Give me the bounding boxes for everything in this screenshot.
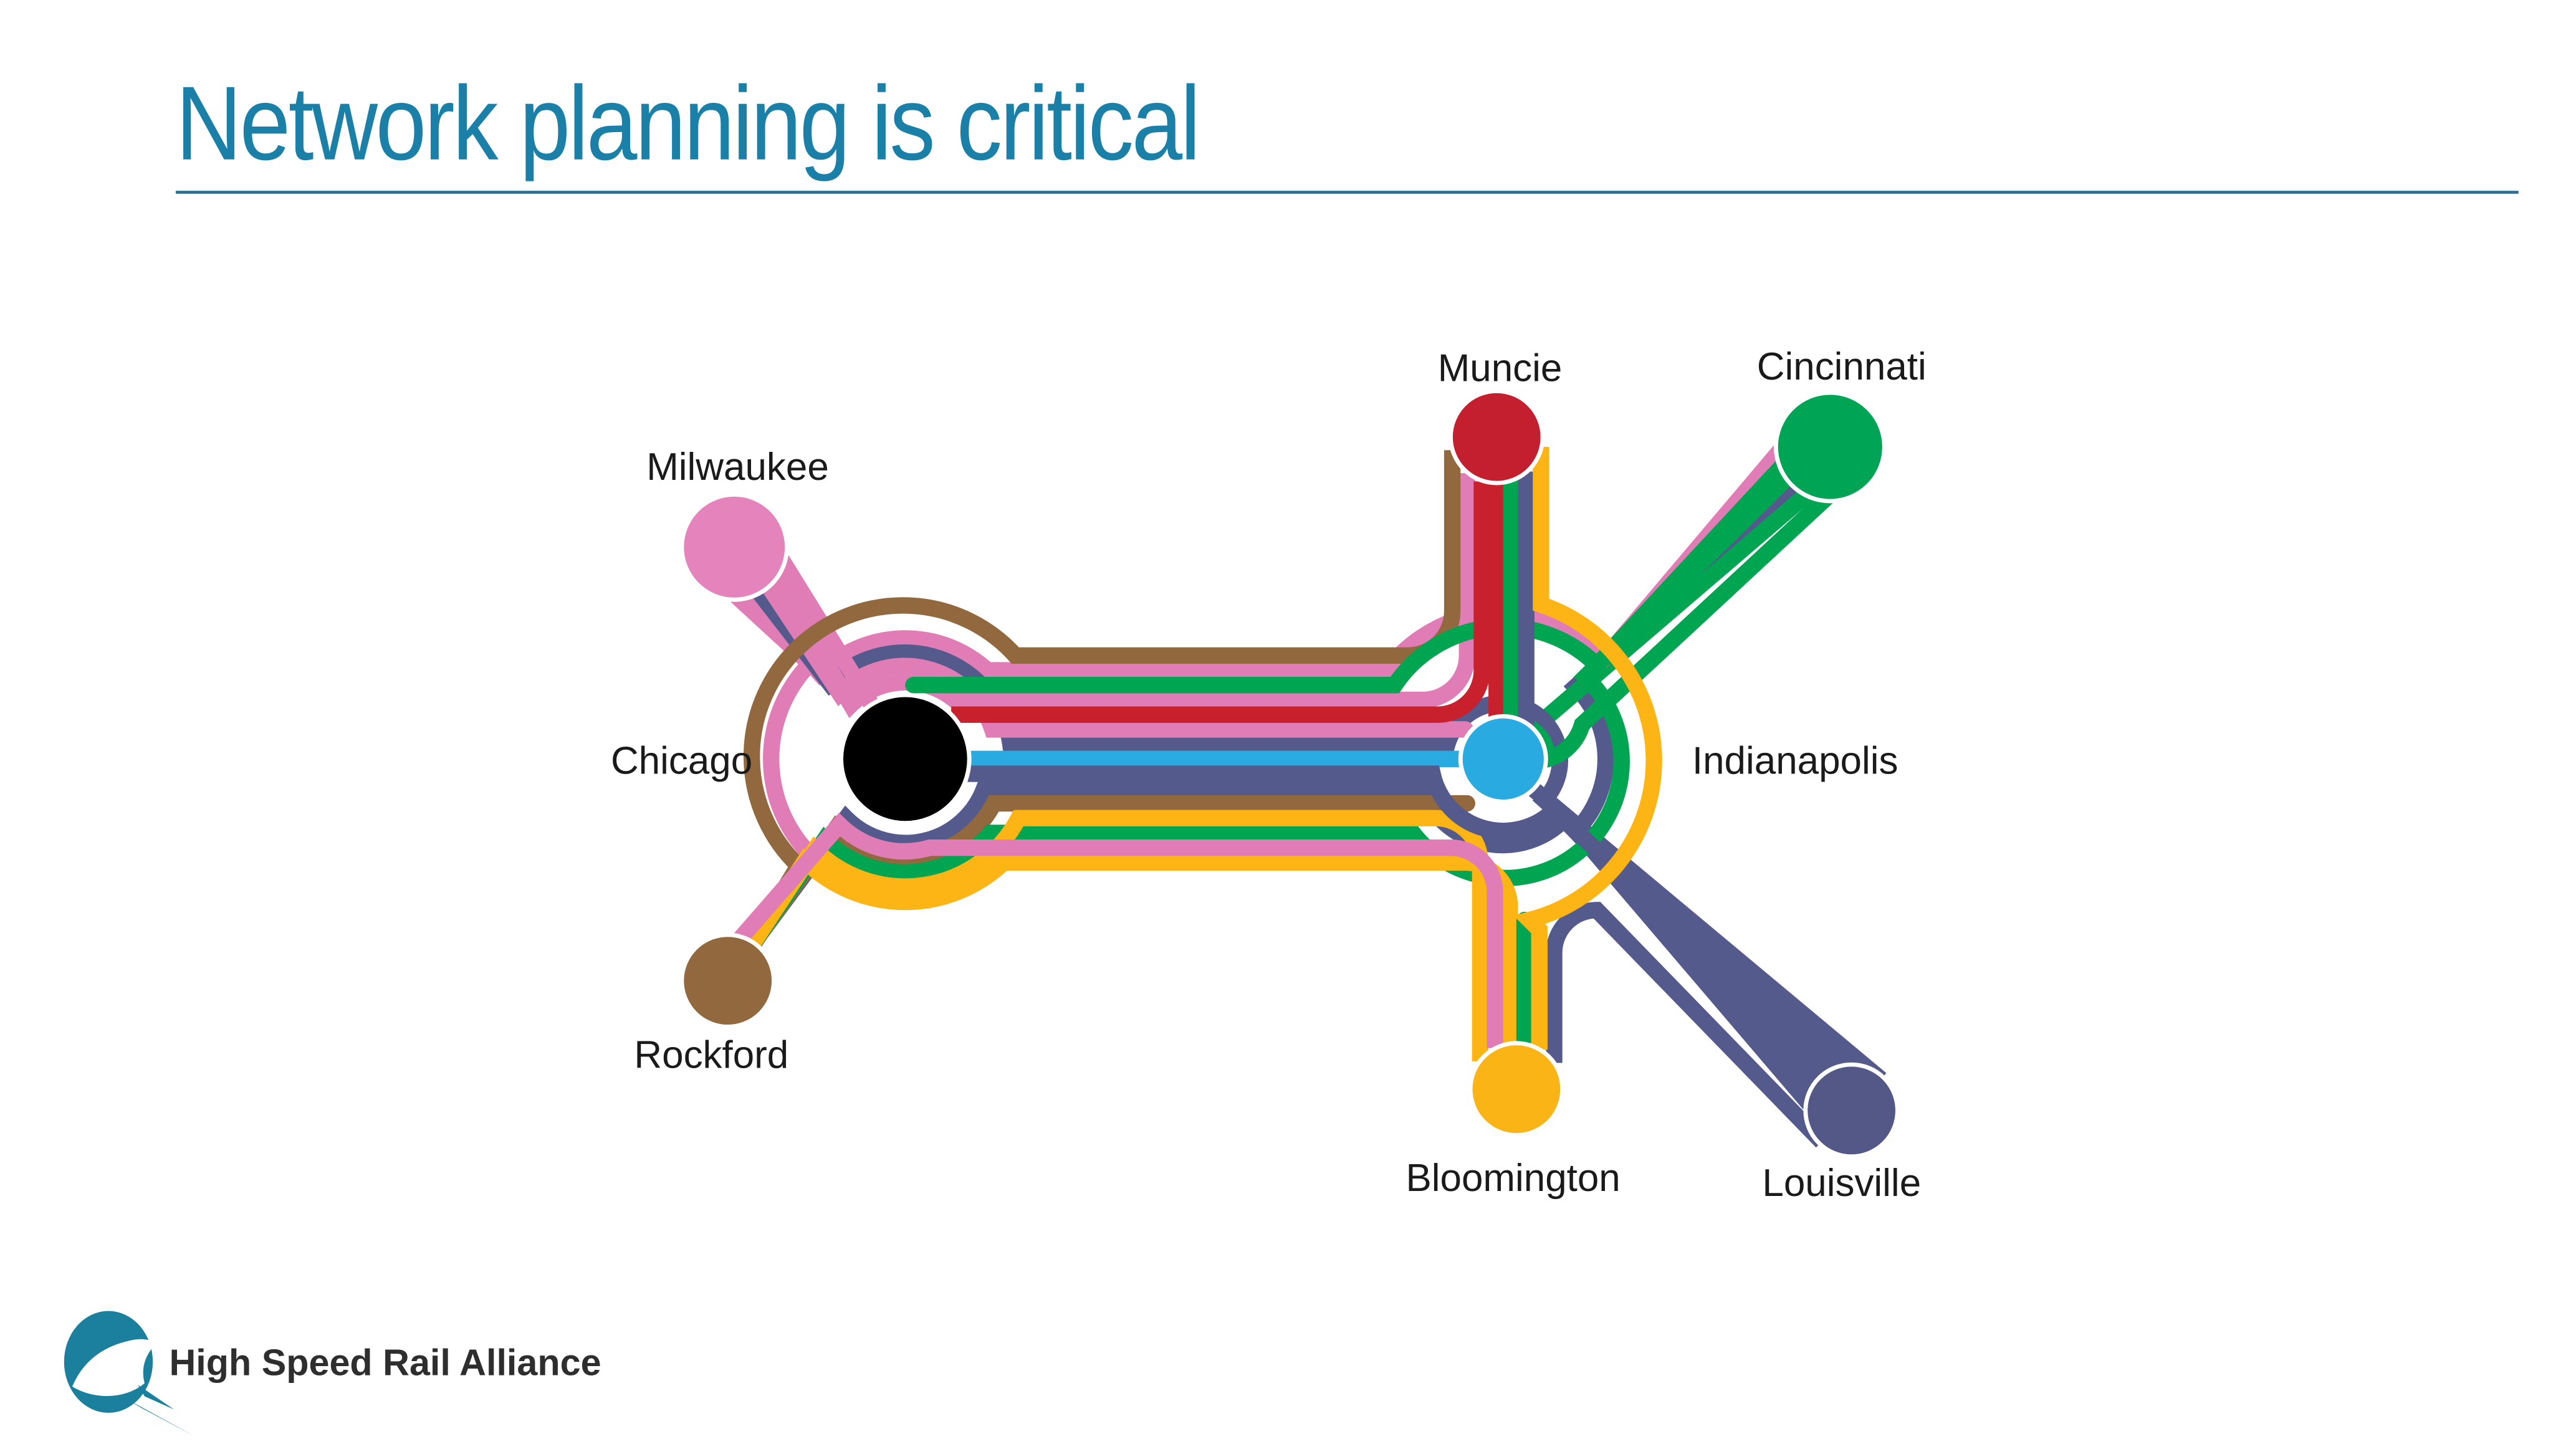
route-navy-cincinnati-louisville: [1568, 447, 1846, 1124]
route-yellow-rockford-bloomington: [722, 813, 1486, 1061]
train-icon: [72, 1339, 154, 1396]
city-node-milwaukee: [679, 492, 789, 602]
route-navy-chicago-louisville: [967, 768, 1864, 1105]
city-label-bloomington: Bloomington: [1405, 1157, 1620, 1200]
route-red-chicago-muncie: [951, 481, 1487, 720]
route-yellow2-chicago-bloomington: [715, 853, 1515, 1043]
city-nodes: [679, 388, 1900, 1159]
city-node-muncie: [1448, 388, 1545, 485]
route-navy-rockford-louisville: [738, 783, 1855, 1114]
city-node-rockford: [679, 932, 776, 1029]
city-node-cincinnati: [1773, 390, 1887, 504]
route-pink-milwaukee-muncie: [746, 473, 1472, 714]
city-label-milwaukee: Milwaukee: [646, 446, 829, 489]
city-node-chicago: [839, 692, 972, 826]
city-node-indianapolis: [1458, 714, 1548, 804]
city-label-louisville: Louisville: [1762, 1162, 1921, 1205]
route-pink-rockford-bloomington: [735, 817, 1500, 1048]
route-lines: [701, 415, 1887, 1148]
route-navy-louisville-bloomington: [1549, 905, 1826, 1145]
city-node-bloomington: [1468, 1041, 1565, 1137]
city-label-cincinnati: Cincinnati: [1757, 345, 1927, 388]
city-labels: Milwaukee Chicago Rockford Muncie Cincin…: [611, 345, 1927, 1205]
city-label-rockford: Rockford: [634, 1033, 788, 1076]
logo-speed-tail: [125, 1398, 194, 1436]
city-label-indianapolis: Indianapolis: [1692, 740, 1898, 783]
route-pink-milwaukee-rockford: [702, 565, 818, 975]
brand-name: High Speed Rail Alliance: [169, 1341, 601, 1383]
page-title: Network planning is critical: [176, 64, 1199, 182]
footer-brand: High Speed Rail Alliance: [64, 1311, 601, 1436]
city-label-chicago: Chicago: [611, 740, 752, 783]
route-green-cincinnati-indianapolis: [1529, 456, 1851, 733]
route-yellow-muncie-bloomington: [1520, 447, 1659, 1050]
city-node-louisville: [1803, 1062, 1900, 1159]
city-label-muncie: Muncie: [1438, 347, 1563, 390]
